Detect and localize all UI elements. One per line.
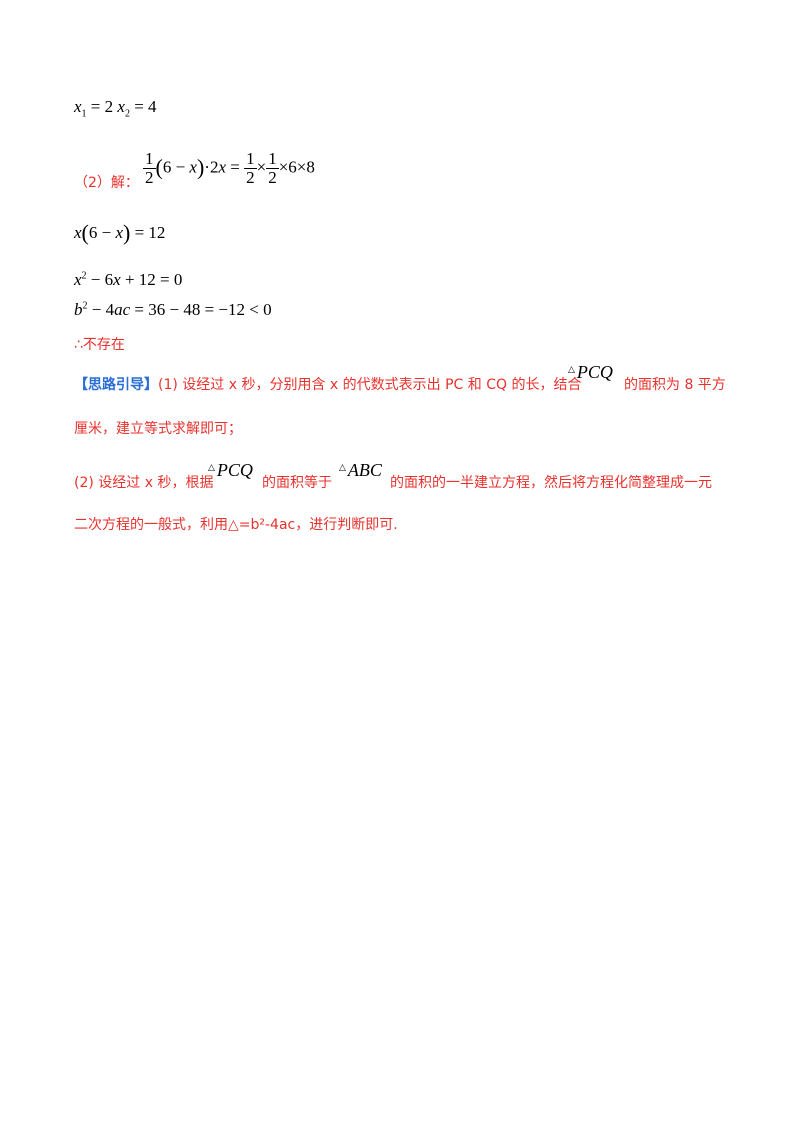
- hint1-text-a: (1) 设经过 x 秒，分别用含 x 的代数式表示出 PC 和 CQ 的长，结合: [158, 377, 582, 393]
- hint2-text-b: 的面积等于: [262, 475, 332, 491]
- triangle-icon: △: [208, 462, 215, 472]
- hint1-text-b: 的面积为 8 平方: [624, 377, 726, 393]
- triangle-pcq-1: △PCQ: [568, 362, 613, 382]
- hint2-text-a: (2) 设经过 x 秒，根据: [74, 475, 214, 491]
- triangle-icon: △: [568, 364, 575, 374]
- part2-label: （2）解：: [74, 175, 139, 191]
- hint-line-1: 【思路引导】(1) 设经过 x 秒，分别用含 x 的代数式表示出 PC 和 CQ…: [74, 374, 581, 394]
- hint-label: 【思路引导】: [74, 377, 158, 393]
- conclusion: ∴不存在: [74, 337, 125, 353]
- equation-2: x(6 − x) = 12: [74, 220, 166, 245]
- triangle-abc: △ABC: [339, 460, 382, 480]
- triangle-pcq-2: △PCQ: [208, 460, 253, 480]
- hint2-line-2: 二次方程的一般式，利用△=b²-4ac，进行判断即可.: [74, 517, 398, 533]
- hint2-text-c: 的面积的一半建立方程，然后将方程化简整理成一元: [390, 475, 712, 491]
- triangle-icon: △: [339, 462, 346, 472]
- equation-4: b2 − 4ac = 36 − 48 = −12 < 0: [74, 300, 272, 319]
- hint1-line-2: 厘米，建立等式求解即可；: [74, 421, 242, 437]
- equation-3: x2 − 6x + 12 = 0: [74, 270, 183, 289]
- equation-roots: x1 = 2 x2 = 4: [74, 97, 157, 120]
